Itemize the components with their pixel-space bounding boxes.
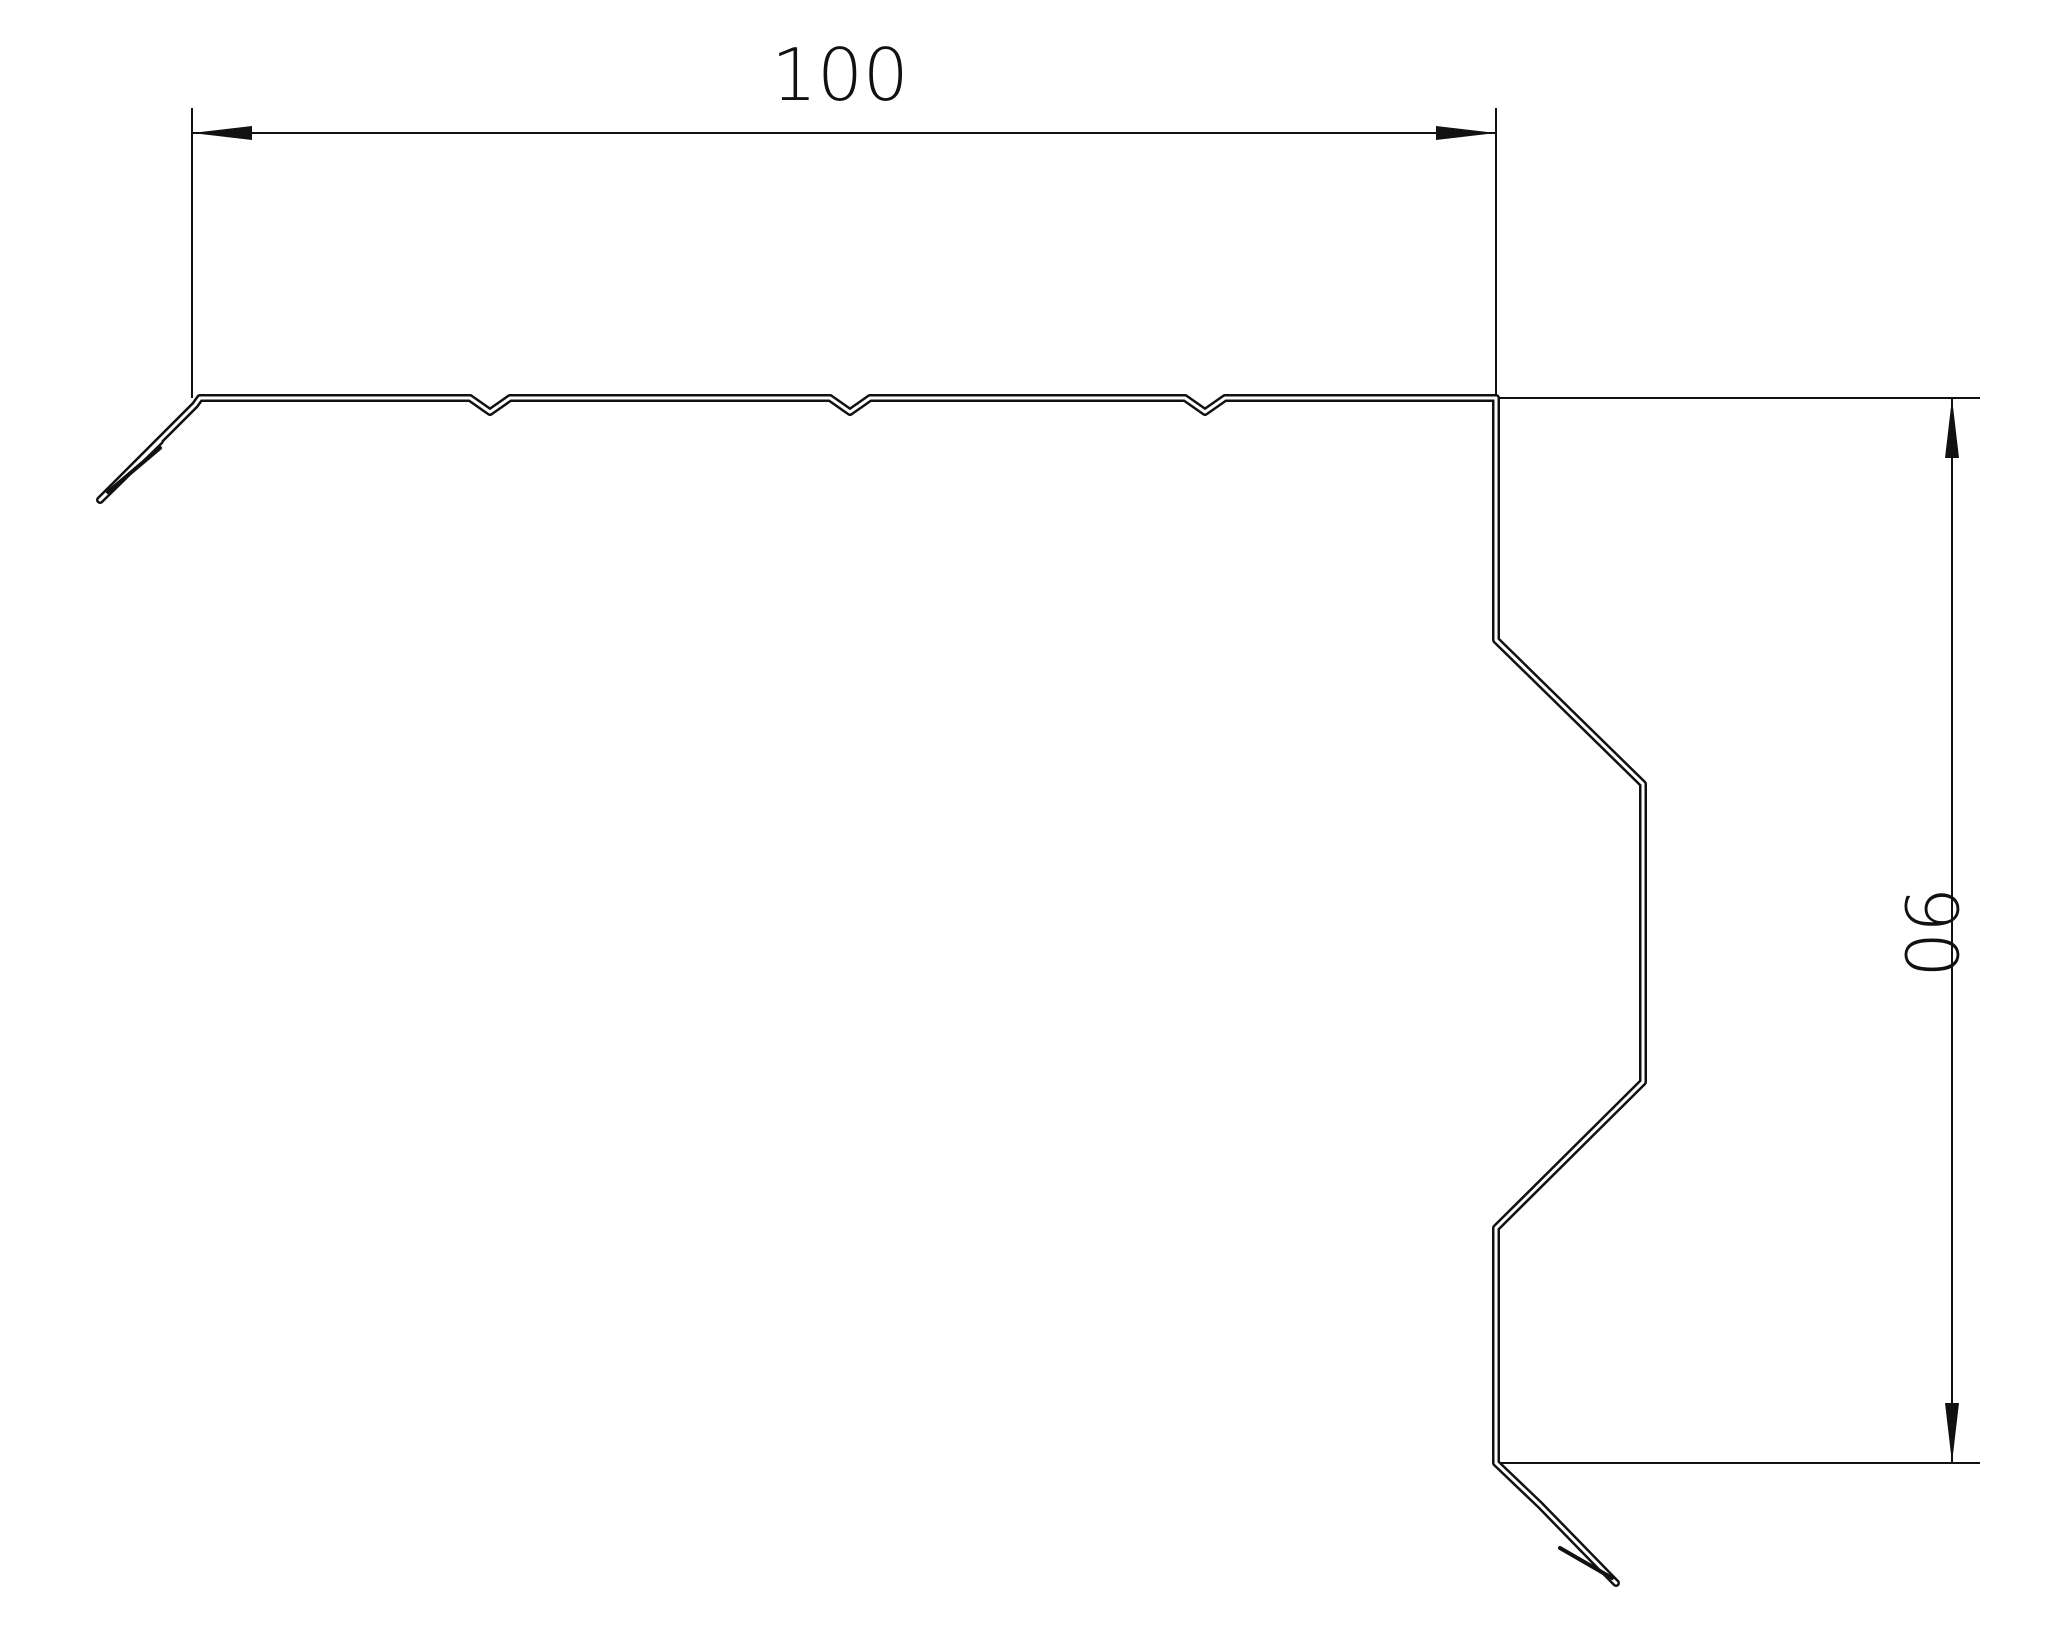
sheet-metal-profile [96,394,1647,1587]
left-hem [106,446,162,494]
bottom-hem [1558,1546,1614,1580]
profile-inner-line [98,396,1645,1585]
height-dimension: 90 [1496,397,1980,1464]
profile-outline [96,394,1647,1587]
height-dimension-label: 90 [1889,886,1973,978]
width-dimension-label: 100 [771,33,908,117]
width-dimension: 100 [191,33,1497,398]
